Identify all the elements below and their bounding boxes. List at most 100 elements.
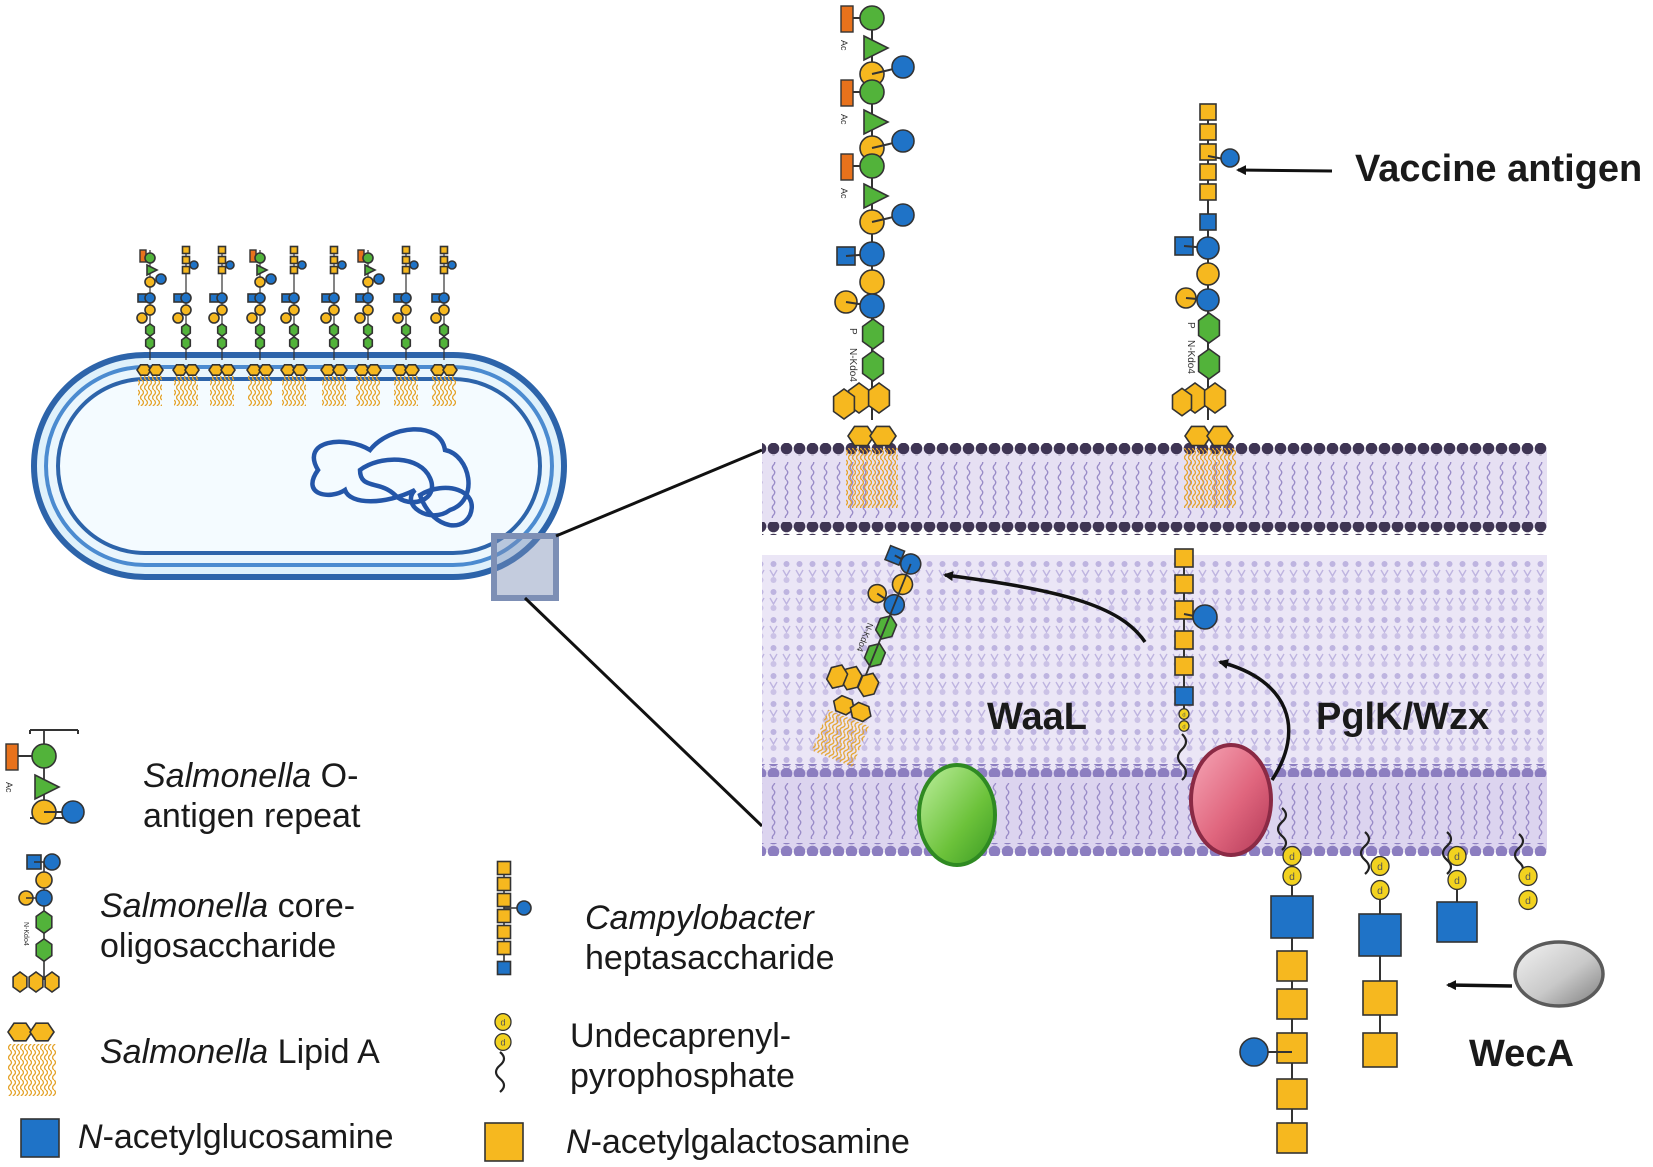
galnac-square	[1276, 1032, 1308, 1064]
legend-galnac-italic: N	[566, 1123, 591, 1161]
heptose-hexagon	[216, 322, 228, 338]
rhamnose-triangle	[34, 773, 61, 801]
repeat-bracket	[29, 729, 79, 734]
lipid-a-hexagon	[148, 363, 164, 377]
blue-hexose-circle	[1239, 1037, 1269, 1067]
yellow-hexose-circle	[354, 312, 366, 324]
lipid-a-hexagon	[29, 1022, 55, 1042]
weca-arrow	[1446, 980, 1513, 991]
blue-hexose-circle	[254, 292, 266, 304]
pyrophosphate-circle	[494, 1032, 512, 1052]
heptose-hexagon	[861, 350, 885, 382]
green-hexose-circle	[254, 252, 266, 264]
galnac-square	[181, 245, 191, 255]
blue-hexose-circle	[337, 260, 347, 270]
zoom-line-bottom	[523, 596, 764, 828]
glcnac-square	[1199, 213, 1217, 231]
pyrophosphate-mark: d	[1377, 862, 1383, 873]
blue-hexose-circle	[891, 55, 915, 79]
blue-hexose-circle	[288, 292, 300, 304]
legend-o-antigen-italic: Salmonella	[143, 757, 312, 795]
lipid-a-hexagon	[847, 425, 875, 447]
galnac-square	[401, 255, 411, 265]
lipid-a-acyl-chains	[210, 376, 234, 406]
lipid-a-hexagon	[280, 363, 296, 377]
blue-hexose-circle	[225, 260, 235, 270]
lipid-a-acyl-chains	[282, 376, 306, 406]
green-hexose-circle	[31, 743, 57, 769]
zoom-line-top	[555, 448, 763, 538]
heptose-hexagon	[216, 335, 228, 351]
heptose-hexagon	[362, 322, 374, 338]
pyrophosphate-circle	[494, 1012, 512, 1032]
pglk-wzx-enzyme	[1189, 743, 1273, 857]
legend-glcnac-italic: N	[78, 1118, 103, 1156]
glcnac-square	[20, 1118, 60, 1158]
pyrophosphate-mark: d	[1377, 886, 1383, 897]
blue-hexose-circle	[400, 292, 412, 304]
weca-enzyme	[1513, 940, 1605, 1008]
blue-hexose-circle	[328, 292, 340, 304]
lipid-a-hexagon	[172, 363, 188, 377]
green-hexose-circle	[144, 252, 156, 264]
blue-hexose-circle	[859, 293, 885, 319]
acetyl-group	[840, 79, 854, 107]
galnac-square	[329, 245, 339, 255]
blue-hexose-circle	[144, 292, 156, 304]
heptose-hexagon	[254, 335, 266, 351]
pyrophosphate-circle	[1518, 865, 1538, 887]
yellow-hexose-circle	[1196, 262, 1220, 286]
yellow-hexose-circle	[144, 304, 156, 316]
pyrophosphate-mark: d	[1525, 872, 1531, 883]
glycan-annotation: P	[1185, 322, 1196, 329]
galnac-square	[439, 245, 449, 255]
lipid-a-hexagon	[869, 425, 897, 447]
pyrophosphate-mark: d	[500, 1038, 505, 1048]
lipid-a-acyl-chains	[432, 376, 456, 406]
green-hexose-circle	[859, 79, 885, 105]
lipid-a-acyl-chains	[138, 376, 162, 406]
lipid-a-acyl-chains	[811, 709, 869, 767]
lipid-a-hexagon	[246, 363, 262, 377]
blue-hexose-circle	[1196, 236, 1220, 260]
glycan-annotation: N-Kdo4	[847, 348, 858, 382]
pyrophosphate-mark: d	[1289, 852, 1295, 863]
yellow-hexose-circle	[180, 304, 192, 316]
lipid-a-hexagon	[1206, 425, 1234, 447]
yellow-hexose-circle	[438, 304, 450, 316]
legend-o-antigen-rest: O-	[311, 757, 359, 795]
blue-hexose-circle	[265, 273, 277, 285]
blue-hexose-circle	[516, 900, 532, 916]
galnac-square	[439, 265, 449, 275]
galnac-square	[496, 908, 512, 924]
blue-hexose-circle	[216, 292, 228, 304]
pyrophosphate-circle	[1178, 708, 1190, 720]
galnac-square	[1276, 950, 1308, 982]
lipid-a-hexagon	[366, 363, 382, 377]
heptose-hexagon	[144, 322, 156, 338]
lipid-a-acyl-chains	[356, 376, 380, 406]
heptose-hexagon	[180, 322, 192, 338]
heptose-hexagon	[438, 322, 450, 338]
heptose-hexagon	[1171, 387, 1193, 417]
galnac-square	[329, 265, 339, 275]
pyrophosphate-mark: d	[1182, 724, 1185, 730]
lipid-a-hexagon	[332, 363, 348, 377]
lipid-a-hexagon	[136, 363, 152, 377]
pyrophosphate-mark: d	[1289, 872, 1295, 883]
legend-core-rest: core-	[268, 887, 356, 925]
chromosome-dna	[310, 427, 474, 528]
pyrophosphate-circle	[1178, 720, 1190, 732]
blue-hexose-circle	[61, 800, 85, 824]
lipid-a-hexagon	[320, 363, 336, 377]
heptose-hexagon	[328, 322, 340, 338]
glycan-annotation: N-Kdo4	[22, 922, 29, 946]
blue-hexose-circle	[859, 241, 885, 267]
yellow-hexose-circle	[400, 304, 412, 316]
galnac-square	[181, 265, 191, 275]
lipid-a-acyl-chains	[8, 1044, 56, 1096]
heptose-hexagon	[180, 335, 192, 351]
waal-enzyme	[917, 763, 997, 867]
